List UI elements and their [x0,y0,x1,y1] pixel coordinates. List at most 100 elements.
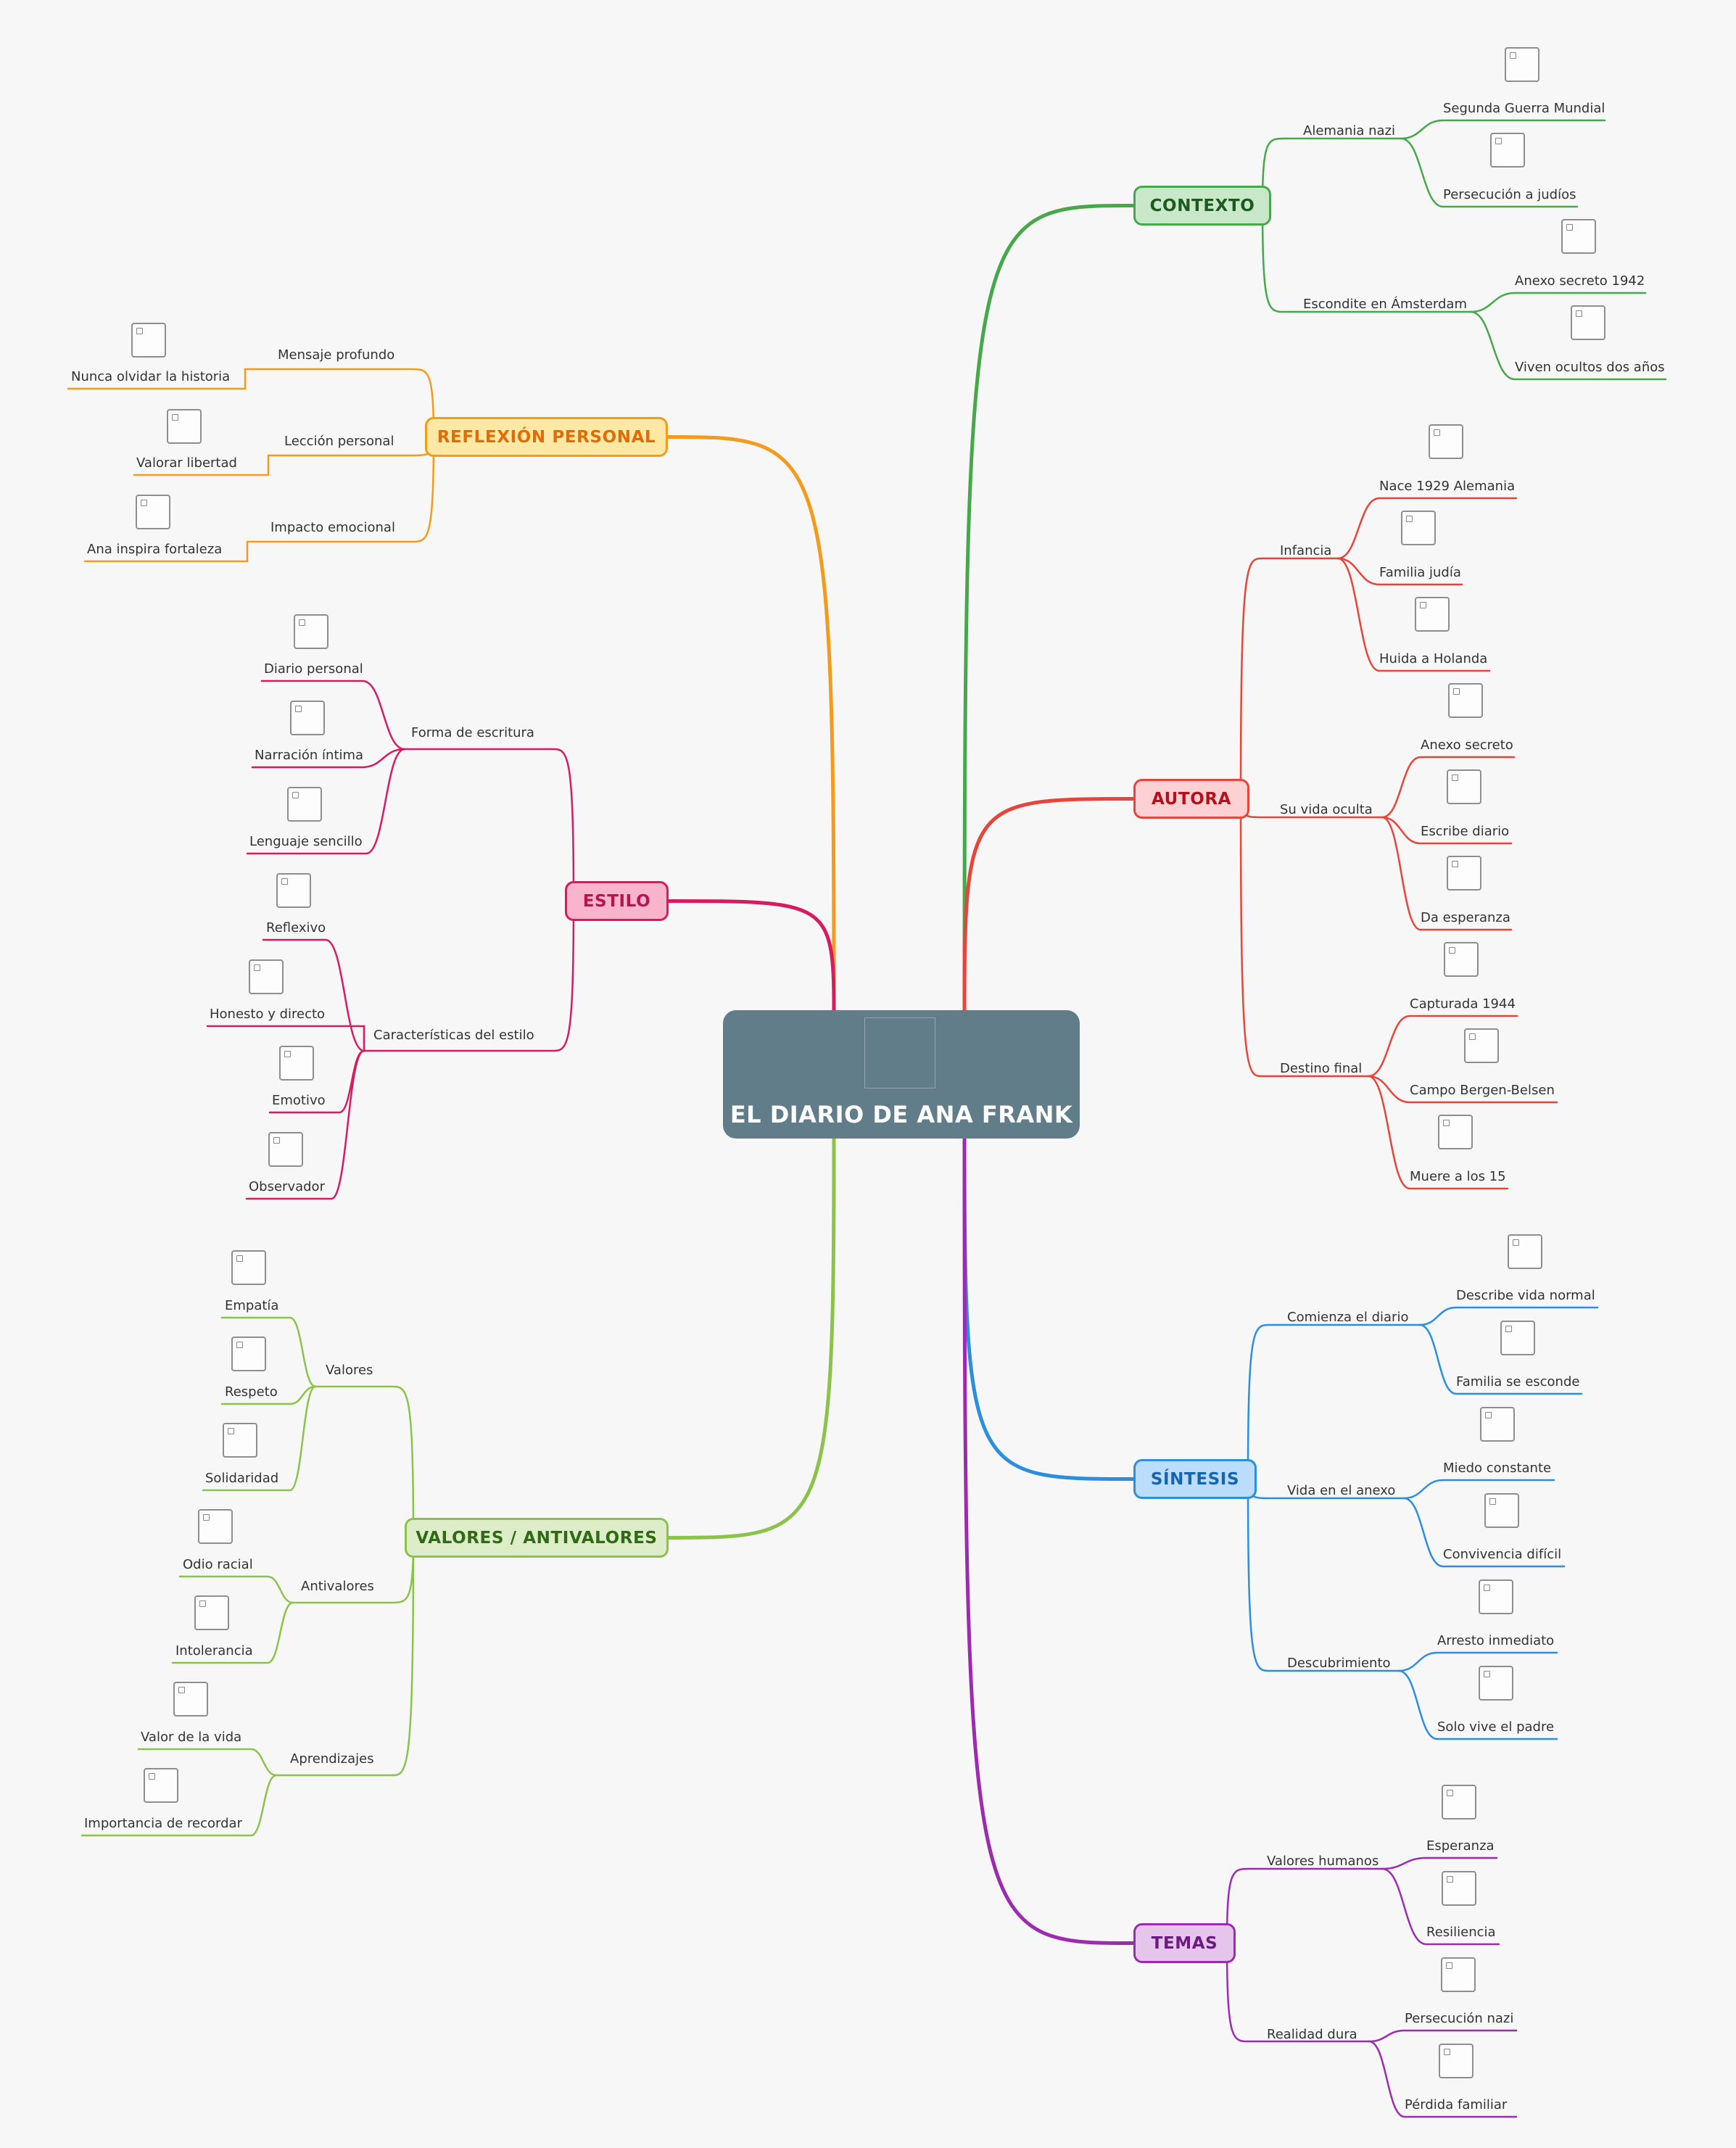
branch-reflexion[interactable]: REFLEXIÓN PERSONAL [425,417,668,457]
image-placeholder-icon [1442,1871,1476,1906]
leaf-topic[interactable]: Muere a los 15 [1410,1169,1506,1184]
leaf-connector [1381,816,1513,845]
leaf-topic[interactable]: Miedo constante [1443,1461,1552,1476]
leaf-connector [1336,497,1518,560]
image-placeholder-icon [249,959,284,994]
leaf-topic[interactable]: Huida a Holanda [1379,651,1488,666]
leaf-connector [67,368,247,390]
sub-connector-sintesis-2 [1247,1478,1400,1672]
leaf-topic[interactable]: Solidaridad [205,1471,279,1486]
image-placeholder-icon [1415,597,1450,632]
subtopic-label[interactable]: Descubrimiento [1287,1656,1391,1671]
subtopic-label[interactable]: Comienza el diario [1287,1310,1409,1325]
leaf-topic[interactable]: Ana inspira fortaleza [87,542,223,557]
leaf-topic[interactable]: Narración íntima [255,748,364,763]
leaf-connector [1368,2040,1518,2118]
leaf-topic[interactable]: Pérdida familiar [1405,2097,1508,2112]
subtopic-label[interactable]: Su vida oculta [1280,802,1373,817]
image-placeholder-icon [1490,133,1525,168]
leaf-topic[interactable]: Familia judía [1379,565,1461,580]
subtopic-label[interactable]: Valores humanos [1267,1854,1379,1869]
leaf-topic[interactable]: Respeto [225,1384,278,1400]
sub-connector-autora-0 [1239,557,1339,800]
branch-connector-reflexion [666,435,836,1012]
leaf-topic[interactable]: Viven ocultos dos años [1515,360,1665,375]
leaf-topic[interactable]: Capturada 1944 [1410,996,1516,1012]
image-placeholder-icon [1444,942,1479,977]
leaf-connector [246,748,406,855]
leaf-topic[interactable]: Solo vive el padre [1437,1719,1555,1735]
leaf-topic[interactable]: Nunca olvidar la historia [71,369,231,384]
branch-sintesis[interactable]: SÍNTESIS [1133,1459,1257,1499]
leaf-topic[interactable]: Describe vida normal [1456,1288,1595,1303]
subtopic-label[interactable]: Vida en el anexo [1287,1483,1396,1498]
leaf-topic[interactable]: Empatía [225,1298,279,1313]
leaf-connector [1402,1479,1555,1500]
subtopic-label[interactable]: Lección personal [284,434,394,449]
leaf-topic[interactable]: Anexo secreto 1942 [1515,273,1645,289]
image-placeholder-icon [1508,1234,1542,1269]
subtopic-label[interactable]: Forma de escritura [411,725,534,740]
subtopic-label[interactable]: Realidad dura [1267,2027,1357,2042]
leaf-connector [1397,1651,1558,1672]
leaf-topic[interactable]: Persecución a judíos [1443,187,1576,202]
image-placeholder-icon [268,1132,303,1167]
branch-estilo[interactable]: ESTILO [565,881,669,921]
branch-connector-autora [962,797,1136,1012]
leaf-topic[interactable]: Valor de la vida [141,1730,242,1745]
leaf-connector [262,938,365,1052]
leaf-topic[interactable]: Persecución nazi [1405,2011,1514,2026]
leaf-topic[interactable]: Lenguaje sencillo [249,834,363,849]
branch-temas[interactable]: TEMAS [1133,1923,1236,1963]
leaf-topic[interactable]: Nace 1929 Alemania [1379,479,1516,494]
subtopic-label[interactable]: Infancia [1280,543,1332,558]
subtopic-label[interactable]: Aprendizajes [290,1751,374,1767]
subtopic-label[interactable]: Características del estilo [373,1028,534,1043]
sub-connector-estilo-1 [363,900,575,1052]
leaf-topic[interactable]: Diario personal [264,661,363,677]
leaf-topic[interactable]: Intolerancia [175,1643,253,1658]
leaf-topic[interactable]: Emotivo [272,1093,326,1108]
image-placeholder-icon [1441,1957,1476,1992]
leaf-topic[interactable]: Odio racial [183,1557,253,1572]
leaf-connector [220,1316,317,1388]
image-placeholder-icon [1438,1115,1473,1149]
leaf-connector [1469,292,1647,313]
subtopic-label[interactable]: Escondite en Ámsterdam [1303,297,1467,312]
subtopic-label[interactable]: Mensaje profundo [278,347,395,363]
leaf-connector [260,679,406,751]
subtopic-label[interactable]: Destino final [1280,1061,1363,1076]
leaf-topic[interactable]: Reflexivo [266,920,326,935]
leaf-topic[interactable]: Importancia de recordar [84,1816,242,1831]
leaf-topic[interactable]: Honesto y directo [210,1007,326,1022]
leaf-topic[interactable]: Convivencia difícil [1443,1547,1562,1562]
branch-connector-estilo [666,899,836,1012]
leaf-topic[interactable]: Escribe diario [1421,824,1510,839]
leaf-topic[interactable]: Arresto inmediato [1437,1633,1555,1648]
subtopic-label[interactable]: Impacto emocional [270,520,395,535]
leaf-topic[interactable]: Esperanza [1426,1838,1495,1854]
leaf-connector [1367,1075,1558,1104]
leaf-topic[interactable]: Observador [249,1179,325,1194]
branch-contexto[interactable]: CONTEXTO [1133,186,1271,226]
branch-valores[interactable]: VALORES / ANTIVALORES [405,1518,669,1558]
leaf-topic[interactable]: Segunda Guerra Mundial [1443,101,1605,116]
leaf-topic[interactable]: Resiliencia [1426,1925,1496,1940]
leaf-topic[interactable]: Campo Bergen-Belsen [1410,1083,1555,1098]
subtopic-label[interactable]: Valores [326,1363,373,1378]
image-placeholder-icon [1439,2044,1473,2078]
image-placeholder-icon [144,1768,178,1803]
leaf-topic[interactable]: Da esperanza [1421,910,1510,925]
central-topic[interactable]: EL DIARIO DE ANA FRANK [723,1010,1080,1139]
image-placeholder-icon [1505,47,1539,82]
leaf-topic[interactable]: Valorar libertad [136,455,237,471]
image-placeholder-icon [173,1682,208,1717]
branch-autora[interactable]: AUTORA [1133,779,1249,819]
image-placeholder-icon [1442,1785,1476,1819]
sub-connector-valores-0 [314,1385,415,1539]
subtopic-label[interactable]: Antivalores [301,1579,374,1594]
sub-connector-sintesis-0 [1247,1323,1421,1480]
leaf-topic[interactable]: Anexo secreto [1421,738,1513,753]
subtopic-label[interactable]: Alemania nazi [1303,123,1396,139]
leaf-topic[interactable]: Familia se esconde [1456,1374,1580,1389]
